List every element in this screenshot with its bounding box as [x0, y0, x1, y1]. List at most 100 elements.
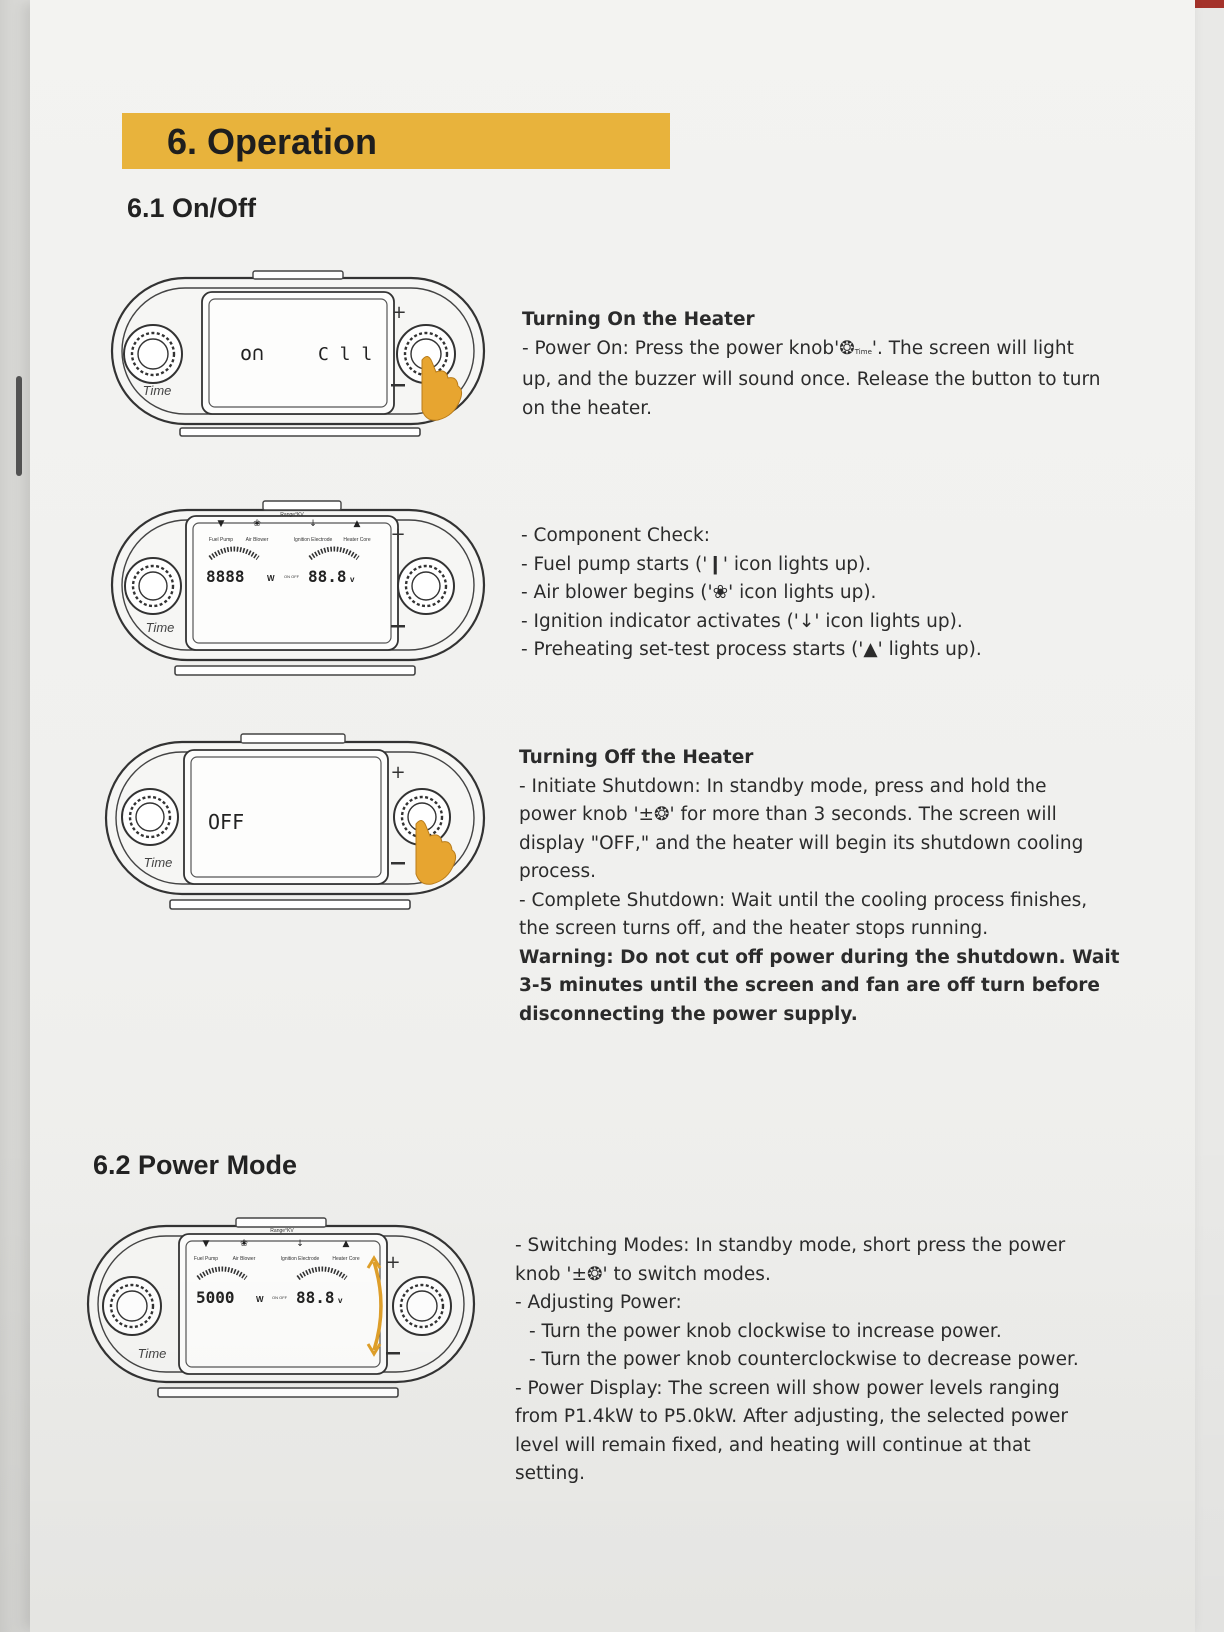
time-knob-icon	[124, 557, 182, 615]
power-knob-icon: ❂	[839, 337, 855, 359]
turning-off-block: Turning Off the Heater - Initiate Shutdo…	[519, 744, 1120, 1029]
turning-off-line: power knob '±❂' for more than 3 seconds.…	[519, 804, 1057, 825]
finger-press-icon	[415, 820, 457, 885]
heater-core-icon: ▲	[343, 1239, 350, 1249]
onoff-label: ON OFF	[272, 1295, 288, 1300]
voltage-unit: v	[338, 1296, 343, 1305]
turning-off-line: - Complete Shutdown: Wait until the cool…	[519, 889, 1088, 911]
power-unit: W	[267, 574, 275, 583]
component-check-line: - Air blower begins ('❀' icon lights up)…	[521, 582, 877, 603]
component-check-heading: - Component Check:	[521, 525, 710, 546]
turning-off-heading: Turning Off the Heater	[519, 747, 754, 768]
component-check-line: - Ignition indicator activates ('↓' icon…	[521, 610, 963, 632]
power-mode-line: from P1.4kW to P5.0kW. After adjusting, …	[515, 1406, 1068, 1427]
air-blower-icon: ❀	[712, 582, 729, 603]
binding-spine	[0, 0, 30, 1632]
power-mode-line: - Power Display: The screen will show po…	[515, 1377, 1060, 1399]
ignition-label: Ignition Electrode	[294, 537, 333, 543]
display-left-readout: o∩	[240, 341, 264, 365]
turning-on-heading: Turning On the Heater	[522, 309, 755, 330]
component-check-line: - Fuel pump starts ('❙' icon lights up).	[521, 553, 872, 575]
time-label: Time	[146, 620, 175, 635]
subsection-title-on-off: 6.1 On/Off	[127, 193, 257, 223]
component-check-block: - Component Check: - Fuel pump starts ('…	[521, 522, 982, 665]
warning-line: 3-5 minutes until the screen and fan are…	[519, 975, 1100, 996]
plus-icon: +	[390, 524, 405, 545]
power-knob-icon	[397, 557, 455, 615]
range-label: Range°KV	[280, 512, 304, 518]
power-mode-line: level will remain fixed, and heating wil…	[515, 1434, 1031, 1456]
component-check-line: - Preheating set-test process starts ('▲…	[521, 639, 982, 660]
ignition-label: Ignition Electrode	[281, 1256, 320, 1262]
section-title: 6. Operation	[167, 121, 378, 162]
plus-icon: +	[391, 302, 406, 323]
rotate-arrows-icon	[372, 1261, 383, 1351]
warning-line: Warning: Do not cut off power during the…	[519, 946, 1120, 968]
turning-on-block: Turning On the Heater - Power On: Press …	[522, 306, 1100, 423]
power-readout: 8888	[206, 567, 245, 586]
voltage-readout: 88.8	[308, 567, 347, 586]
ignition-icon: ↓	[309, 519, 317, 529]
display-right-readout: C l l	[318, 344, 372, 365]
control-panel-component-check: Time + Range°KV ▼ Fuel Pump ❀ Air Blower…	[110, 500, 486, 676]
fuel-pump-label: Fuel Pump	[194, 1256, 218, 1262]
turning-off-line: display "OFF," and the heater will begin…	[519, 832, 1084, 854]
plus-icon: +	[385, 1252, 400, 1273]
minus-icon	[391, 862, 405, 865]
voltage-arc-gauge	[296, 1266, 348, 1281]
turning-off-line: process.	[519, 861, 596, 882]
voltage-unit: v	[350, 575, 355, 584]
fuel-pump-icon: ▼	[218, 519, 225, 529]
turning-off-line: the screen turns off, and the heater sto…	[519, 918, 989, 939]
power-knob-icon: ±❂	[571, 1263, 603, 1285]
control-panel-power-on: Time + o∩ C l l	[110, 270, 486, 437]
fuel-pump-label: Fuel Pump	[209, 537, 233, 543]
time-knob-icon	[123, 324, 183, 384]
rotate-arrow-head-top	[366, 1255, 382, 1269]
turning-on-line: - Power On: Press the power knob'❂Time'.…	[522, 337, 1074, 359]
control-panel-power-off: Time + OFF	[104, 733, 486, 910]
onoff-label: ON OFF	[284, 574, 300, 579]
air-blower-label: Air Blower	[233, 1256, 256, 1262]
time-knob-icon	[102, 1276, 162, 1336]
power-arc-gauge	[196, 1266, 248, 1281]
time-knob-icon	[121, 788, 179, 846]
time-label: Time	[144, 855, 173, 870]
turning-on-line: on the heater.	[522, 397, 653, 419]
power-mode-line: - Switching Modes: In standby mode, shor…	[515, 1235, 1066, 1256]
heater-core-label: Heater Core	[332, 1256, 359, 1262]
range-label: Range°KV	[270, 1228, 294, 1234]
power-arc-gauge	[208, 546, 260, 561]
power-mode-line: - Turn the power knob counterclockwise t…	[529, 1349, 1079, 1370]
subsection-title-power-mode: 6.2 Power Mode	[93, 1150, 298, 1180]
control-panel-power-mode: Time + Range°KV ▼ Fuel Pump ❀ Air Blower…	[86, 1217, 476, 1398]
time-label: Time	[143, 383, 172, 398]
voltage-readout: 88.8	[296, 1288, 335, 1307]
turning-off-line: - Initiate Shutdown: In standby mode, pr…	[519, 775, 1047, 797]
time-label: Time	[138, 1346, 167, 1361]
power-knob-icon: ±❂	[638, 804, 670, 825]
air-blower-icon: ❀	[240, 1239, 248, 1249]
turning-on-line: up, and the buzzer will sound once. Rele…	[522, 369, 1101, 390]
minus-icon	[391, 384, 405, 387]
power-knob-icon	[392, 1276, 452, 1336]
voltage-arc-gauge	[308, 546, 360, 561]
power-unit: W	[256, 1295, 264, 1304]
fuel-pump-icon: ▼	[203, 1239, 210, 1249]
heater-core-label: Heater Core	[343, 537, 370, 543]
warning-line: disconnecting the power supply.	[519, 1003, 858, 1025]
air-blower-label: Air Blower	[246, 537, 269, 543]
power-mode-line: - Turn the power knob clockwise to incre…	[529, 1320, 1002, 1342]
power-knob-icon	[396, 324, 456, 384]
flame-icon: ▲	[863, 639, 878, 660]
power-mode-block: - Switching Modes: In standby mode, shor…	[515, 1232, 1079, 1489]
power-mode-line: setting.	[515, 1463, 586, 1484]
minus-icon	[391, 625, 405, 628]
power-knob-icon	[393, 788, 451, 846]
plus-icon: +	[390, 762, 405, 783]
power-readout: 5000	[196, 1288, 235, 1307]
ignition-icon: ↓	[798, 610, 815, 632]
binding-clip	[16, 376, 22, 476]
finger-press-icon	[421, 356, 463, 421]
heater-core-icon: ▲	[354, 519, 361, 529]
